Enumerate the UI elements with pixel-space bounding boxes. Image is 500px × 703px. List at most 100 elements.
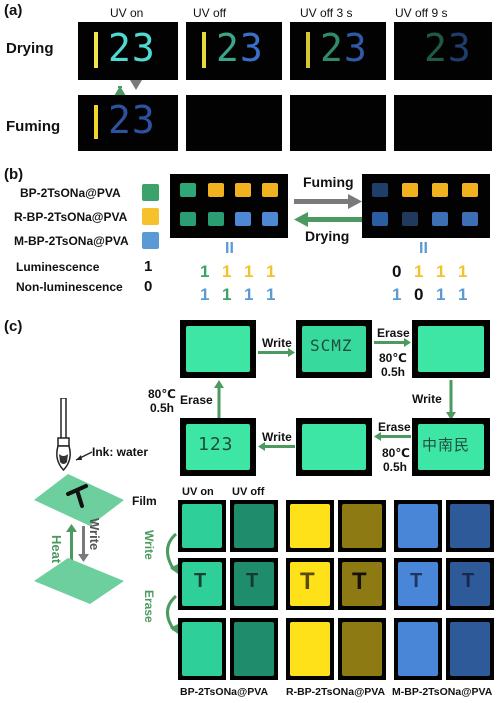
grid-mbp-uvoff-r3 bbox=[446, 618, 494, 680]
code-right-r2-c3: 1 bbox=[436, 285, 446, 304]
legend-m-bp-swatch bbox=[142, 232, 159, 249]
letter-t: T bbox=[462, 570, 475, 592]
grid-caption-rbp: R-BP-2TsONa@PVA bbox=[286, 686, 386, 698]
grid-mbp-uvoff-r2: T bbox=[446, 558, 494, 610]
state-non-luminescence: Non-luminescence bbox=[16, 280, 123, 294]
grid-rbp-uvoff-r1 bbox=[338, 500, 386, 552]
code-left-r2-c1: 1 bbox=[200, 285, 210, 304]
code-left-r2-c2: 1 bbox=[222, 285, 232, 304]
header-uv-off-9s: UV off 9 s bbox=[395, 6, 448, 20]
digit-1 bbox=[94, 105, 98, 139]
letter-t: T bbox=[246, 570, 259, 592]
cycle-film-2: SCMZ bbox=[296, 320, 372, 378]
grid-rbp-uvoff-r3 bbox=[338, 618, 386, 680]
code-left-r2-c4: 1 bbox=[266, 285, 276, 304]
legend-bp-swatch bbox=[142, 184, 159, 201]
arrow-label-fuming: Fuming bbox=[303, 174, 354, 190]
legend-r-bp: R-BP-2TsONa@PVA bbox=[14, 210, 128, 224]
fuming-drying-arrows bbox=[294, 194, 362, 227]
state-luminescence-value: 1 bbox=[144, 258, 153, 275]
header-uv-off: UV off bbox=[193, 6, 227, 20]
code-right-r1-c3: 1 bbox=[436, 262, 446, 281]
grid-mbp-uvoff-r1 bbox=[446, 500, 494, 552]
code-right-r1-c2: 1 bbox=[414, 262, 424, 281]
grid-bp-uvon-r1 bbox=[178, 500, 226, 552]
grid-bp-uvoff-r3 bbox=[230, 618, 278, 680]
cycle-time-3: 0.5h bbox=[150, 401, 175, 415]
cycle-write-3: Write bbox=[262, 430, 292, 444]
grid-caption-mbp: M-BP-2TsONa@PVA bbox=[392, 686, 493, 698]
brush-icon bbox=[56, 398, 93, 472]
state-luminescence: Luminescence bbox=[16, 260, 100, 274]
grid-rbp-uvon-r3 bbox=[286, 618, 334, 680]
handwriting-scmz: SCMZ bbox=[310, 336, 353, 355]
grid-mbp-uvon-r3 bbox=[394, 618, 442, 680]
drying-uv-off-photo: 23 bbox=[186, 22, 282, 80]
grid-bp-uvoff-r1 bbox=[230, 500, 278, 552]
fuming-uv-off-9s-photo bbox=[394, 95, 492, 151]
cycle-write-2: Write bbox=[412, 392, 442, 406]
cycle-arrow-2 bbox=[374, 338, 411, 347]
code-right-r1-c4: 1 bbox=[458, 262, 468, 281]
grid-rbp-uvoff-r2: T bbox=[338, 558, 386, 610]
digit-1 bbox=[202, 32, 206, 68]
header-uv-off-3s: UV off 3 s bbox=[300, 6, 353, 20]
drying-uv-on-photo: 23 bbox=[78, 22, 178, 80]
film-label: Film bbox=[132, 494, 157, 508]
cycle-film-6: 123 bbox=[180, 418, 256, 476]
dried-films-photo bbox=[170, 174, 288, 238]
cycle-film-5 bbox=[296, 418, 372, 476]
grid-bp-uvoff-r2: T bbox=[230, 558, 278, 610]
cycle-erase-1: Erase bbox=[377, 326, 410, 340]
grid-header-uv-on: UV on bbox=[182, 486, 214, 498]
drying-fuming-arrows bbox=[114, 80, 142, 96]
code-right-r1-c1: 0 bbox=[392, 262, 402, 281]
digits-23: 23 bbox=[108, 26, 156, 70]
digits-23: 23 bbox=[424, 26, 472, 70]
drying-uv-off-9s-photo: 23 bbox=[394, 22, 492, 80]
digits-23: 23 bbox=[108, 98, 156, 142]
header-uv-on: UV on bbox=[110, 6, 144, 20]
code-left-r2-c3: 1 bbox=[244, 285, 254, 304]
digit-1 bbox=[94, 32, 98, 68]
cycle-temp-2: 80℃ bbox=[382, 446, 410, 460]
grid-header-uv-off: UV off bbox=[232, 486, 265, 498]
cycle-arrow-6 bbox=[214, 380, 224, 418]
digits-23: 23 bbox=[320, 26, 368, 70]
ink-label: Ink: water bbox=[92, 445, 149, 459]
code-right-r2-c1: 1 bbox=[392, 285, 402, 304]
code-right-r2-c2: 0 bbox=[414, 285, 424, 304]
code-left-r1-c3: 1 bbox=[244, 262, 254, 281]
code-left-r1-c4: 1 bbox=[266, 262, 276, 281]
cycle-temp-3: 80℃ bbox=[148, 387, 176, 401]
grid-rbp-uvon-r1 bbox=[286, 500, 334, 552]
grid-mbp-uvon-r1 bbox=[394, 500, 442, 552]
digit-1 bbox=[306, 32, 310, 68]
written-film-icon bbox=[34, 474, 124, 526]
side-write-label-vert: Write bbox=[87, 518, 102, 551]
cycle-write-1: Write bbox=[262, 336, 292, 350]
cycle-erase-2: Erase bbox=[378, 420, 411, 434]
cycle-film-3 bbox=[412, 320, 490, 378]
grid-rbp-uvon-r2: T bbox=[286, 558, 334, 610]
letter-t: T bbox=[352, 568, 367, 595]
grid-mbp-uvon-r2: T bbox=[394, 558, 442, 610]
grid-bp-uvon-r2: T bbox=[178, 558, 226, 610]
code-left-r1-c1: 1 bbox=[200, 262, 210, 281]
grid-caption-bp: BP-2TsONa@PVA bbox=[180, 686, 269, 698]
cycle-film-4: 中南民 bbox=[412, 418, 490, 476]
fuming-uv-off-3s-photo bbox=[290, 95, 386, 151]
cycle-arrow-4 bbox=[374, 432, 411, 441]
row-label-fuming: Fuming bbox=[6, 118, 61, 135]
equals-right: II bbox=[419, 240, 428, 257]
code-left-r1-c2: 1 bbox=[222, 262, 232, 281]
fuming-uv-off-photo bbox=[186, 95, 282, 151]
digits-23: 23 bbox=[216, 26, 264, 70]
letter-t: T bbox=[300, 568, 315, 595]
panel-c-tag: (c) bbox=[4, 318, 23, 335]
cycle-arrow-5 bbox=[258, 442, 295, 451]
cycle-arrow-1 bbox=[258, 348, 295, 357]
legend-m-bp: M-BP-2TsONa@PVA bbox=[14, 234, 129, 248]
legend-bp: BP-2TsONa@PVA bbox=[20, 186, 121, 200]
cycle-erase-3: Erase bbox=[180, 393, 213, 407]
